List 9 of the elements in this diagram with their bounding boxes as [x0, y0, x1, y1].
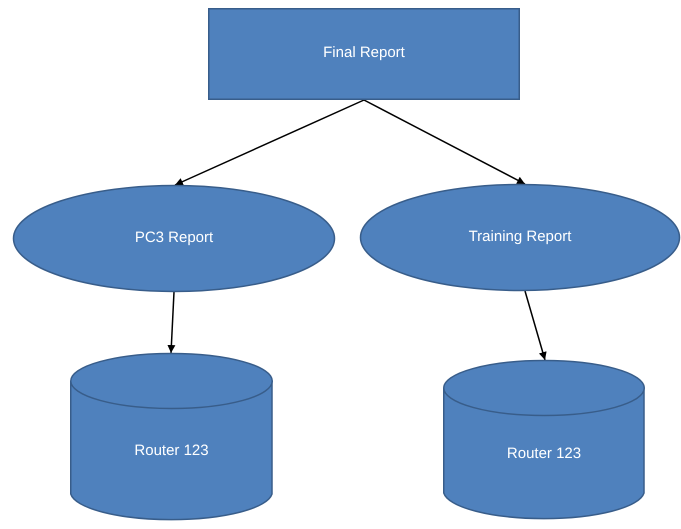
- node-label: Router 123: [133, 442, 210, 459]
- node-label: Router 123: [506, 445, 582, 462]
- node-label: Final Report: [322, 44, 406, 61]
- node-label: PC3 Report: [134, 228, 214, 246]
- node-label: Training Report: [468, 228, 572, 244]
- arrow: [174, 99, 364, 186]
- arrow: [524, 290, 547, 360]
- arrow: [167, 292, 176, 354]
- arrow: [364, 99, 526, 185]
